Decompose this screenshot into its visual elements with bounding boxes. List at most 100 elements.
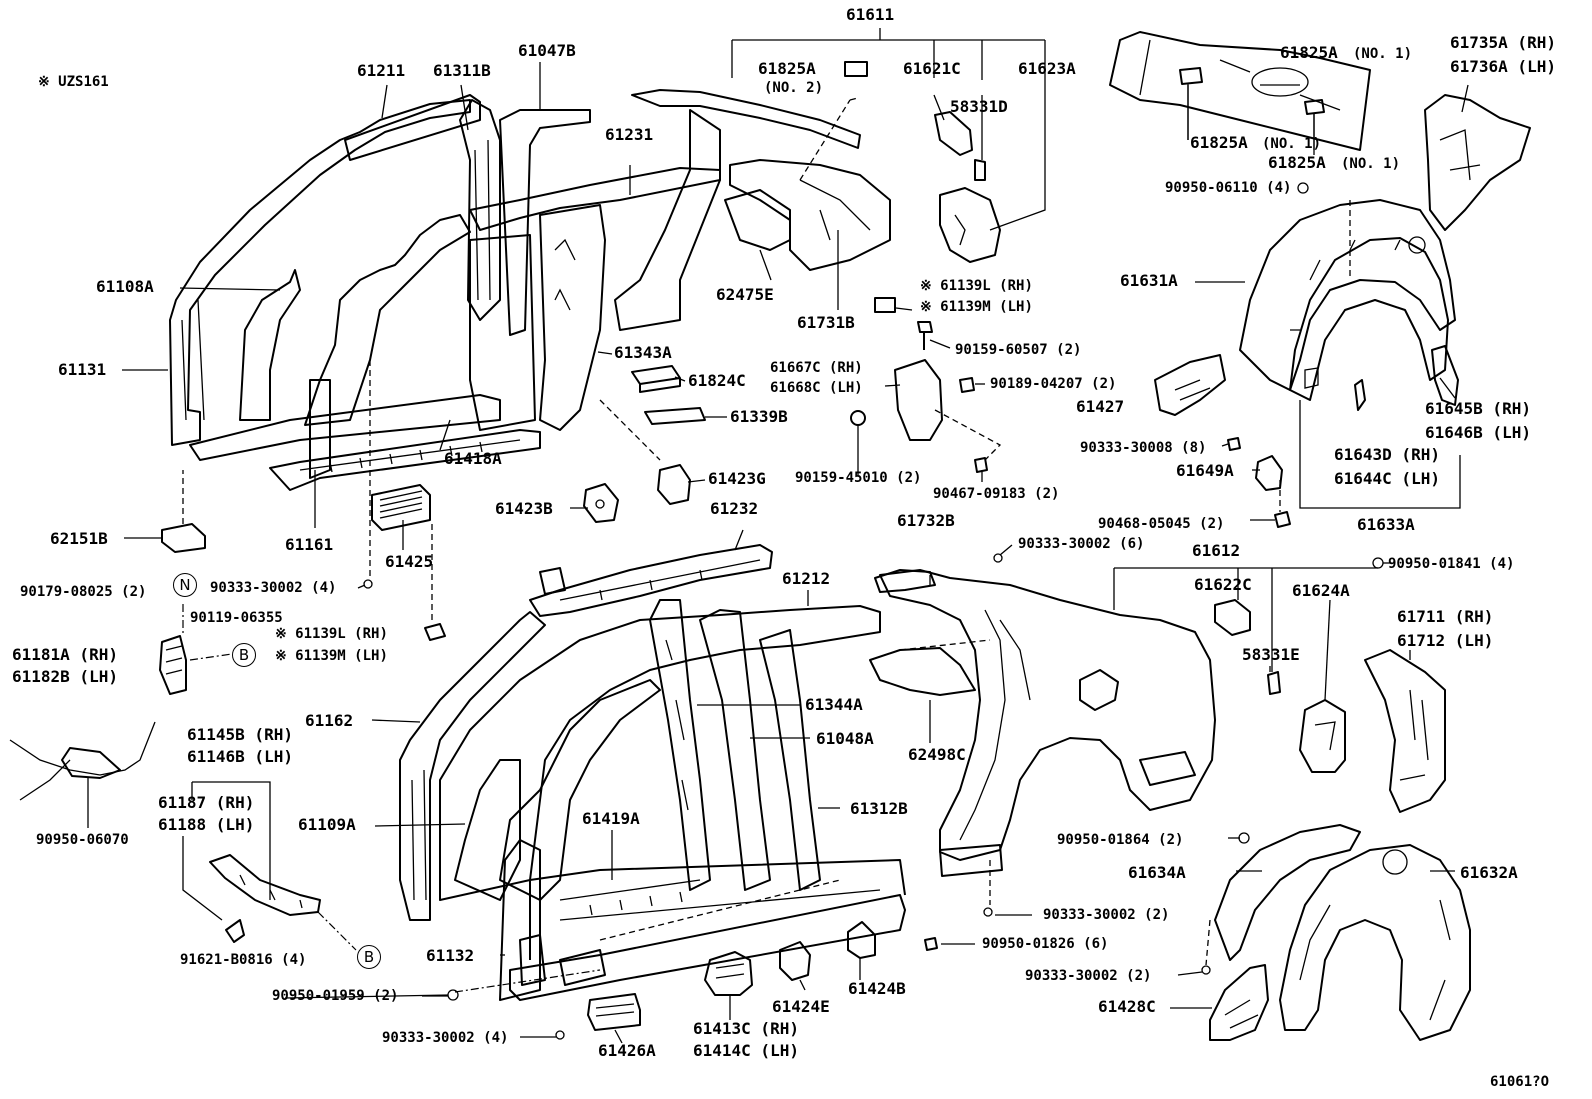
- label-no1-b: (NO. 1): [1353, 46, 1413, 62]
- label-61187: 61187 (RH): [158, 793, 255, 812]
- front-bracket: [9, 721, 357, 951]
- label-61611: 61611: [846, 5, 895, 24]
- label-61047b: 61047B: [518, 41, 576, 60]
- label-62475e: 62475E: [716, 285, 774, 304]
- label-61343a: 61343A: [614, 343, 672, 362]
- label-61632a: 61632A: [1460, 863, 1518, 882]
- label-61231: 61231: [605, 125, 654, 144]
- label-61427: 61427: [1076, 397, 1125, 416]
- label-58331d: 58331D: [950, 97, 1008, 116]
- label-90950-06110: 90950-06110 (4): [1165, 180, 1292, 196]
- label-61423b: 61423B: [495, 499, 553, 518]
- label-90950-01864: 90950-01864 (2): [1057, 832, 1184, 848]
- label-61825a-no2: 61825A: [758, 59, 816, 78]
- label-90333-30002-6: 90333-30002 (6): [1018, 536, 1145, 552]
- label-90467-09183: 90467-09183 (2): [933, 486, 1060, 502]
- label-61711: 61711 (RH): [1397, 607, 1494, 626]
- label-61736a: 61736A (LH): [1450, 57, 1556, 76]
- label-61211: 61211: [357, 61, 406, 80]
- quarter-outer-panel: [869, 553, 1250, 917]
- label-61631a: 61631A: [1120, 271, 1178, 290]
- rear-roof-and-quarter-upper: [614, 89, 891, 331]
- label-61624a: 61624A: [1292, 581, 1350, 600]
- label-90159-60507: 90159-60507 (2): [955, 342, 1082, 358]
- label-90950-01841: 90950-01841 (4): [1388, 556, 1515, 572]
- marker-b-upper: B: [232, 643, 256, 667]
- label-61182b: 61182B (LH): [12, 667, 118, 686]
- label-61418a: 61418A: [444, 449, 502, 468]
- small-blocks: [161, 365, 706, 553]
- label-61732b: 61732B: [897, 511, 955, 530]
- wheelhouse-lower: [1201, 824, 1471, 1041]
- label-61646b: 61646B (LH): [1425, 423, 1531, 442]
- label-61188: 61188 (LH): [158, 815, 255, 834]
- label-61623a: 61623A: [1018, 59, 1076, 78]
- inner-side-frame: [399, 544, 906, 1001]
- label-61731b: 61731B: [797, 313, 855, 332]
- label-61132: 61132: [426, 946, 475, 965]
- label-61825a-no1-c: 61825A: [1268, 153, 1326, 172]
- label-61423g: 61423G: [708, 469, 766, 488]
- label-61621c: 61621C: [903, 59, 961, 78]
- label-61634a: 61634A: [1128, 863, 1186, 882]
- label-61146b: 61146B (LH): [187, 747, 293, 766]
- label-58331e: 58331E: [1242, 645, 1300, 664]
- marker-n: N: [173, 573, 197, 597]
- label-61139m-upper: ※ 61139M (LH): [920, 299, 1033, 315]
- label-61181a: 61181A (RH): [12, 645, 118, 664]
- label-61344a: 61344A: [805, 695, 863, 714]
- label-90333-30002-2b: 90333-30002 (2): [1025, 968, 1152, 984]
- model-note: ※ UZS161: [38, 74, 109, 90]
- rear-extension-upper: [1424, 94, 1531, 231]
- wheelhouse-brackets: [1154, 345, 1459, 528]
- label-61109a: 61109A: [298, 815, 356, 834]
- leader-lines: [122, 28, 1469, 1044]
- wheelhouse-inner-upper: [1239, 182, 1456, 401]
- label-61108a: 61108A: [96, 277, 154, 296]
- label-no1-c: (NO. 1): [1341, 156, 1401, 172]
- label-61414c: 61414C (LH): [693, 1041, 799, 1060]
- label-90333-30008: 90333-30008 (8): [1080, 440, 1207, 456]
- quarter-extension: [1364, 649, 1446, 813]
- label-61424b: 61424B: [848, 979, 906, 998]
- label-90950-06070: 90950-06070: [36, 832, 129, 848]
- label-90333-30002-4b: 90333-30002 (4): [382, 1030, 509, 1046]
- label-61612: 61612: [1192, 541, 1241, 560]
- label-61339b: 61339B: [730, 407, 788, 426]
- bottom-small-parts: [447, 879, 938, 1040]
- label-no1-a: (NO. 1): [1262, 136, 1322, 152]
- label-61712: 61712 (LH): [1397, 631, 1494, 650]
- left-clips: [159, 604, 233, 695]
- label-90950-01826: 90950-01826 (6): [982, 936, 1109, 952]
- label-61643d: 61643D (RH): [1334, 445, 1440, 464]
- label-90333-30002-2a: 90333-30002 (2): [1043, 907, 1170, 923]
- label-90179-08025: 90179-08025 (2): [20, 584, 147, 600]
- label-61419a: 61419A: [582, 809, 640, 828]
- label-61424e: 61424E: [772, 997, 830, 1016]
- label-61649a: 61649A: [1176, 461, 1234, 480]
- figure-code: 61061?O: [1490, 1074, 1550, 1090]
- upper-side-frame-outer: [169, 94, 721, 491]
- label-61825a-no1-b: 61825A: [1280, 43, 1338, 62]
- label-61426a: 61426A: [598, 1041, 656, 1060]
- label-61048a: 61048A: [816, 729, 874, 748]
- label-90468-05045: 90468-05045 (2): [1098, 516, 1225, 532]
- label-61139l-upper: ※ 61139L (RH): [920, 278, 1033, 294]
- label-61131: 61131: [58, 360, 107, 379]
- label-90950-01959: 90950-01959 (2): [272, 988, 399, 1004]
- label-61232: 61232: [710, 499, 759, 518]
- label-61212: 61212: [782, 569, 831, 588]
- label-61145b: 61145B (RH): [187, 725, 293, 744]
- label-61644c: 61644C (LH): [1334, 469, 1440, 488]
- label-61425: 61425: [385, 552, 434, 571]
- marker-b-lower: B: [357, 945, 381, 969]
- label-90119-06355: 90119-06355: [190, 610, 283, 626]
- label-61162: 61162: [305, 711, 354, 730]
- label-61824c: 61824C: [688, 371, 746, 390]
- label-62498c: 62498C: [908, 745, 966, 764]
- label-61139l-lower: ※ 61139L (RH): [275, 626, 388, 642]
- label-61428c: 61428C: [1098, 997, 1156, 1016]
- label-90333-30002-4a: 90333-30002 (4): [210, 580, 337, 596]
- label-61161: 61161: [285, 535, 334, 554]
